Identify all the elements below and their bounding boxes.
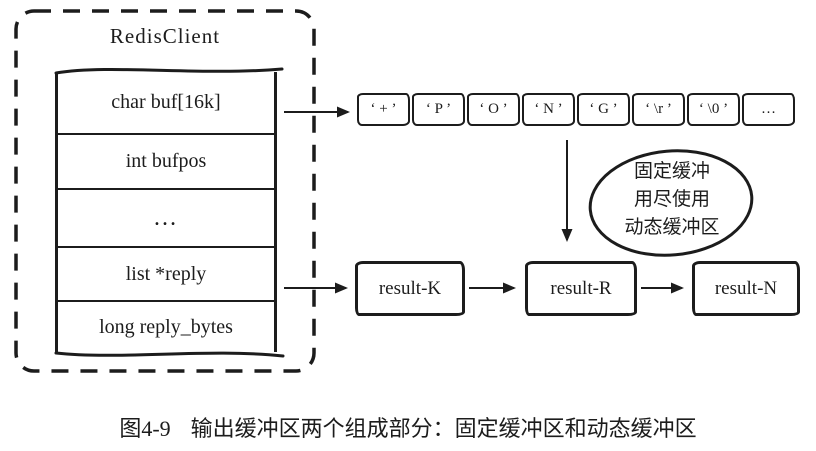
struct-field-label: char buf[16k] bbox=[111, 91, 221, 113]
redis-client-struct: char buf[16k] int bufpos … list *reply l… bbox=[55, 72, 277, 352]
fixed-buffer-array: ‘ + ’ ‘ P ’ ‘ O ’ ‘ N ’ ‘ G ’ ‘ \r ’ ‘ \… bbox=[357, 93, 795, 126]
annotation-text: 固定缓冲 用尽使用 动态缓冲区 bbox=[596, 158, 748, 242]
reply-node-result-r: result-R bbox=[525, 261, 637, 316]
annotation-line: 用尽使用 bbox=[633, 189, 710, 210]
buffer-cell: … bbox=[742, 93, 795, 126]
struct-field-label: int bufpos bbox=[125, 150, 207, 172]
reply-node-label: result-K bbox=[378, 277, 442, 299]
redis-client-dashed-border bbox=[14, 9, 316, 373]
struct-field-row: char buf[16k] bbox=[58, 72, 274, 135]
struct-top-line bbox=[54, 67, 284, 75]
annotation-circle bbox=[588, 149, 754, 257]
buffer-cell: ‘ P ’ bbox=[412, 93, 465, 126]
reply-node-result-k: result-K bbox=[355, 261, 465, 316]
reply-node-label: result-R bbox=[550, 277, 612, 299]
reply-node-label: result-N bbox=[714, 277, 778, 299]
figure-caption-text: 输出缓冲区两个组成部分：固定缓冲区和动态缓冲区 bbox=[190, 416, 697, 441]
struct-field-row: int bufpos bbox=[58, 135, 274, 190]
buffer-cell: ‘ O ’ bbox=[467, 93, 520, 126]
struct-field-row: long reply_bytes bbox=[58, 302, 274, 352]
buffer-cell: ‘ \0 ’ bbox=[687, 93, 740, 126]
figure-caption: 图4-9 输出缓冲区两个组成部分：固定缓冲区和动态缓冲区 bbox=[0, 411, 816, 443]
redis-client-title: RedisClient bbox=[109, 24, 221, 48]
buffer-cell: ‘ \r ’ bbox=[632, 93, 685, 126]
figure-number: 图4-9 bbox=[119, 416, 171, 441]
struct-field-label: … bbox=[153, 204, 179, 231]
struct-field-row: … bbox=[58, 190, 274, 248]
buffer-cell: ‘ G ’ bbox=[577, 93, 630, 126]
struct-field-label: list *reply bbox=[125, 262, 207, 285]
struct-bottom-line bbox=[54, 351, 285, 358]
struct-field-label: long reply_bytes bbox=[99, 315, 233, 338]
struct-field-row: list *reply bbox=[58, 248, 274, 302]
buffer-cell: ‘ + ’ bbox=[357, 93, 410, 126]
annotation-line: 固定缓冲 bbox=[633, 161, 710, 182]
reply-node-result-n: result-N bbox=[692, 261, 800, 316]
buffer-cell: ‘ N ’ bbox=[522, 93, 575, 126]
annotation-line: 动态缓冲区 bbox=[624, 217, 720, 238]
